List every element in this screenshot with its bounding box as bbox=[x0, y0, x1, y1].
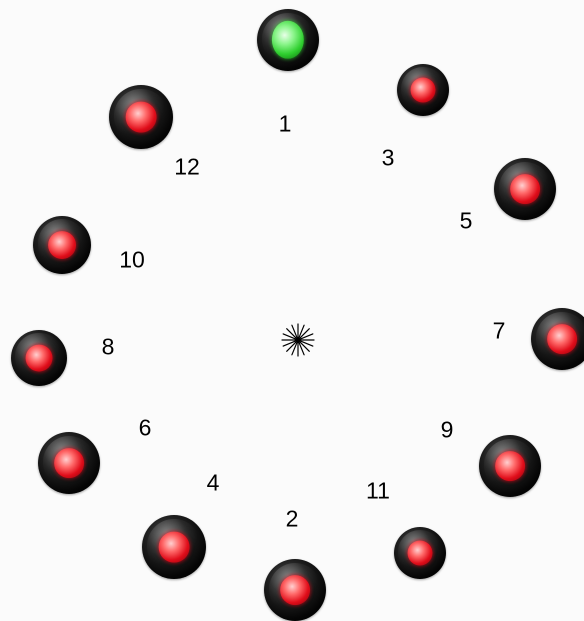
label-7: 7 bbox=[493, 320, 506, 343]
label-12: 12 bbox=[174, 156, 200, 179]
target-4-light bbox=[159, 532, 190, 563]
label-10: 10 bbox=[119, 249, 145, 272]
target-10-light bbox=[48, 231, 76, 259]
label-9: 9 bbox=[441, 419, 454, 442]
label-2: 2 bbox=[286, 508, 299, 531]
target-9[interactable] bbox=[479, 435, 541, 497]
label-6: 6 bbox=[139, 417, 152, 440]
target-8-light bbox=[26, 345, 53, 372]
label-5: 5 bbox=[460, 210, 473, 233]
target-8[interactable] bbox=[11, 330, 67, 386]
target-6[interactable] bbox=[38, 432, 100, 494]
label-8: 8 bbox=[102, 336, 115, 359]
target-2-light bbox=[280, 575, 310, 605]
target-7[interactable] bbox=[531, 308, 584, 370]
target-11[interactable] bbox=[394, 527, 446, 579]
target-9-light bbox=[495, 451, 525, 481]
starburst-crosshair-icon bbox=[280, 322, 316, 358]
target-11-light bbox=[408, 541, 433, 566]
target-3-light bbox=[411, 78, 436, 103]
target-1[interactable] bbox=[257, 9, 319, 71]
target-3[interactable] bbox=[397, 64, 449, 116]
label-1: 1 bbox=[279, 113, 292, 136]
label-3: 3 bbox=[382, 147, 395, 170]
target-2[interactable] bbox=[264, 559, 326, 621]
target-12[interactable] bbox=[109, 85, 173, 149]
target-4[interactable] bbox=[142, 515, 206, 579]
target-5-light bbox=[510, 174, 540, 204]
target-12-light bbox=[126, 102, 157, 133]
target-6-light bbox=[54, 448, 84, 478]
target-1-light bbox=[272, 21, 304, 59]
target-7-light bbox=[547, 324, 577, 354]
label-11: 11 bbox=[366, 480, 390, 503]
label-4: 4 bbox=[207, 472, 220, 495]
target-5[interactable] bbox=[494, 158, 556, 220]
target-10[interactable] bbox=[33, 216, 91, 274]
